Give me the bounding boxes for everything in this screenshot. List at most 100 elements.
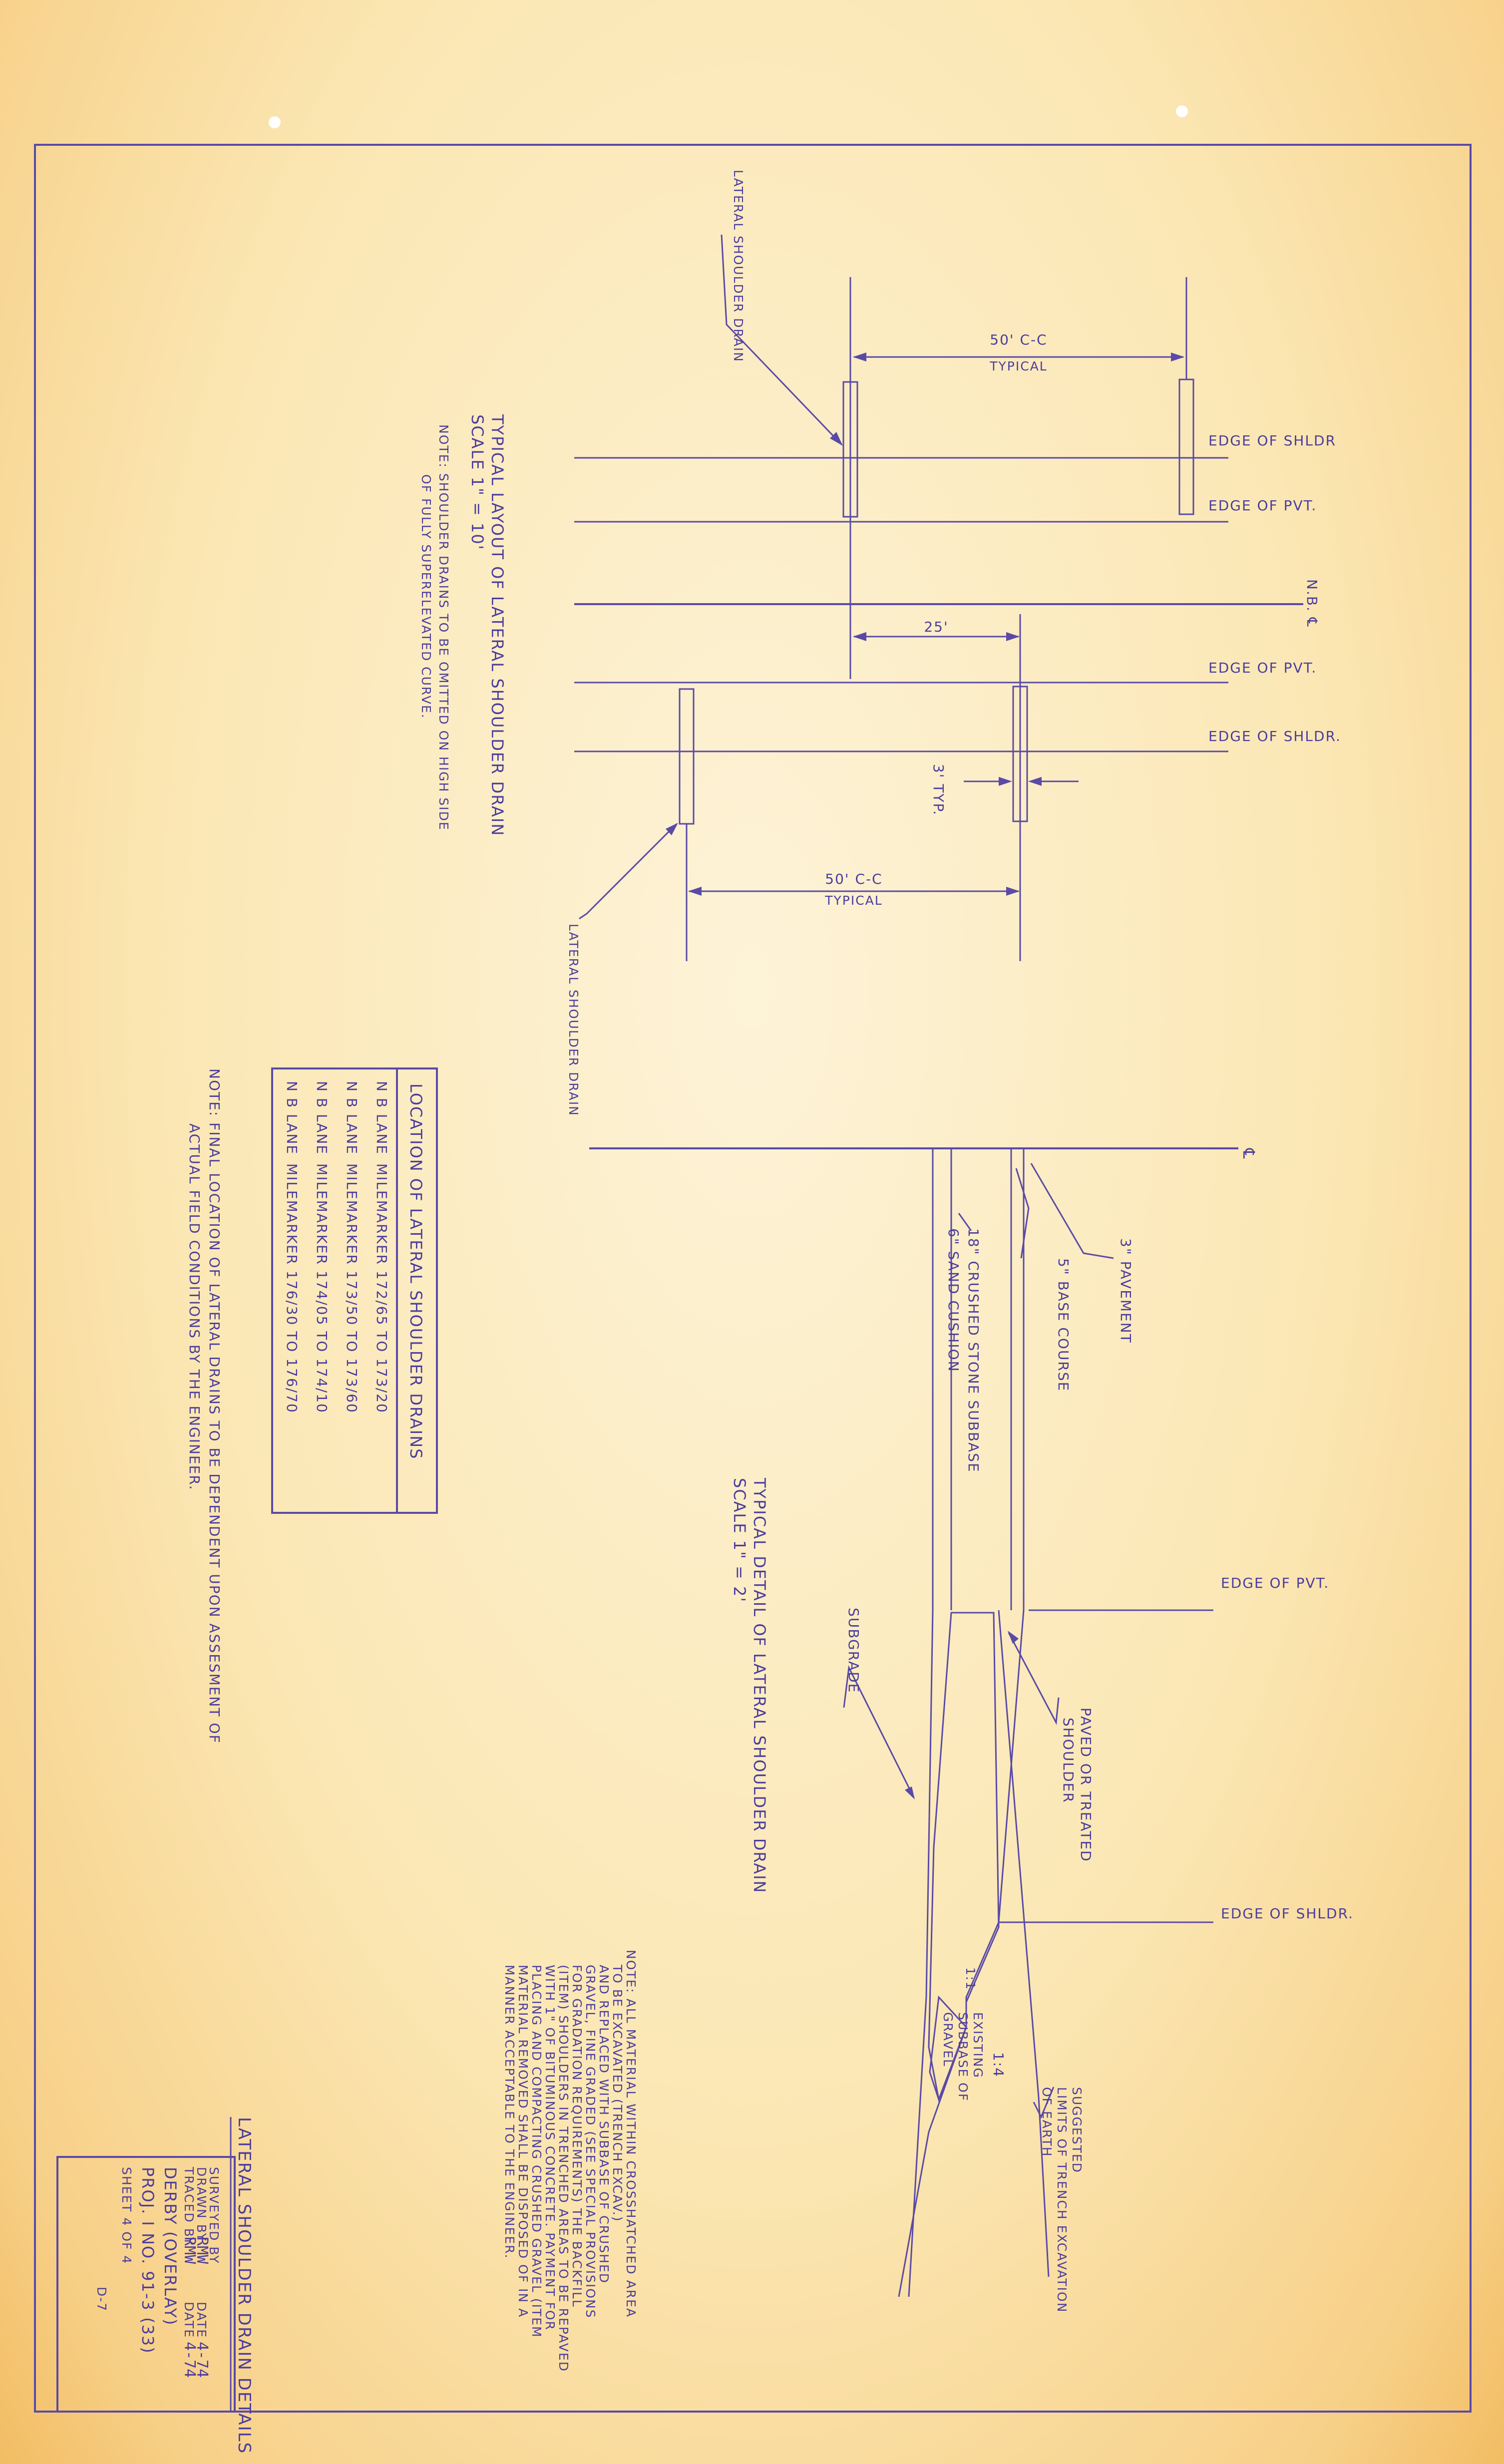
arrowhead xyxy=(1171,352,1184,361)
subgrade-slope xyxy=(908,1610,934,2297)
drawn-by: DRAWN BY xyxy=(194,2167,209,2242)
slope-label-1: 1:4 xyxy=(990,2052,1007,2078)
leader-pavement xyxy=(1030,1163,1114,1259)
detail-note-line: MANNER ACCEPTABLE TO THE ENGINEER. xyxy=(502,1965,517,2259)
arrowhead xyxy=(853,352,866,361)
detail-centerline-label: ℄ xyxy=(1239,1148,1258,1160)
final-note-line1: NOTE: FINAL LOCATION OF LATERAL DRAINS T… xyxy=(206,1068,223,1744)
traced-date-label: DATE xyxy=(182,2302,196,2338)
layout-title: TYPICAL LAYOUT OF LATERAL SHOULDER DRAIN xyxy=(488,414,507,836)
trench-limit-line xyxy=(998,1610,1050,2277)
detail-note-line: AND REPLACED WITH SUBBASE OF CRUSHED xyxy=(597,1965,611,2284)
surveyed-by: SURVEYED BY xyxy=(207,2167,221,2264)
detail-note-line: GRAVEL, FINE GRADED (SEE SPECIAL PROVISI… xyxy=(583,1965,598,2319)
arrowhead xyxy=(853,632,866,641)
project-label: PROJ. I NO. 91-3 (33) xyxy=(138,2167,157,2354)
location-table: LOCATION OF LATERAL SHOULDER DRAINS N B … xyxy=(271,1067,438,1514)
arrowhead xyxy=(1006,632,1020,641)
layout-note-line1: NOTE: SHOULDER DRAINS TO BE OMITTED ON H… xyxy=(436,424,451,831)
slope-label-2: 1:1 xyxy=(963,1967,978,1990)
detail-note-line: NOTE: ALL MATERIAL WITHIN CROSSHATCHED A… xyxy=(624,1950,638,2318)
suggested-label-2: LIMITS OF TRENCH EXCAVATION xyxy=(1055,2087,1069,2313)
leader-base-course xyxy=(1015,1168,1030,1259)
sheet-border xyxy=(34,144,1472,2413)
traced-date: 4-74 xyxy=(181,2342,198,2378)
location-row-range: MILEMARKER 172/65 TO 173/20 xyxy=(374,1163,390,1413)
subbase-label: 18" CRUSHED STONE SUBBASE xyxy=(965,1228,982,1473)
leader-subgrade xyxy=(843,1665,915,1798)
detail-note-line: TO BE EXCAVATED (TRENCH EXCAV.) xyxy=(610,1964,625,2222)
lateral-drain-top-1 xyxy=(842,381,858,518)
detail-note-line: FOR GRADATION REQUIREMENTS) THE BACKFILL xyxy=(570,1965,584,2308)
traced-by: TRACED BY xyxy=(182,2166,196,2246)
detail-note-line: WITH 1" OF BITUMINOUS CONCRETE. PAYMENT … xyxy=(543,1965,557,2331)
arrowhead xyxy=(666,823,678,835)
location-row-lane: N B LANE xyxy=(284,1081,300,1155)
detail-note-line: (ITEM) SHOULDERS IN TRENCHED AREAS TO BE… xyxy=(556,1965,571,2372)
detail-edge-shldr-label: EDGE OF SHLDR. xyxy=(1221,1905,1354,1922)
detail-edge-pvt-label: EDGE OF PVT. xyxy=(1221,1575,1329,1591)
location-row-range: MILEMARKER 174/05 TO 174/10 xyxy=(314,1163,330,1413)
edge-of-pavement-label-1: EDGE OF PVT. xyxy=(1208,497,1317,514)
width-dim-label: 3' TYP. xyxy=(930,764,947,816)
layout-plan: 50' C-C TYPICAL EDGE OF SHLDR EDGE OF PV… xyxy=(419,170,1341,1116)
paved-shoulder-label-2: SHOULDER xyxy=(1060,1718,1077,1803)
location-table-frame xyxy=(271,1067,438,1514)
punch-hole-right xyxy=(1176,105,1188,117)
leader-paved-shoulder xyxy=(1008,1632,1060,1726)
leader-suggested xyxy=(1033,2087,1055,2119)
spacing-bottom-label: 50' C-C xyxy=(825,871,882,887)
edge-of-pavement-label-2: EDGE OF PVT. xyxy=(1208,660,1317,676)
detail-section: ℄ 3" PAVEMENT 5" BASE COURSE 18" CRUSHED… xyxy=(502,1147,1354,2372)
detail-scale: SCALE 1" = 2' xyxy=(730,1478,749,1603)
arrowhead xyxy=(1028,777,1042,786)
location-row-range: MILEMARKER 173/50 TO 173/60 xyxy=(344,1163,360,1413)
layout-scale: SCALE 1" = 10' xyxy=(468,414,487,551)
spacing-top-label: 50' C-C xyxy=(990,332,1047,348)
title-block: LATERAL SHOULDER DRAIN DETAILS SURVEYED … xyxy=(56,2117,254,2454)
leader-top xyxy=(721,234,842,445)
paved-shoulder-label-1: PAVED OR TREATED xyxy=(1078,1708,1094,1862)
arrowhead xyxy=(999,777,1012,786)
lateral-drain-bottom-1 xyxy=(1012,686,1028,822)
detail-note-line: PLACING AND COMPACTING CRUSHED GRAVEL (I… xyxy=(529,1965,544,2338)
spacing-bottom-sub: TYPICAL xyxy=(824,893,882,908)
location-row-lane: N B LANE xyxy=(344,1081,360,1155)
arrowhead xyxy=(1006,887,1020,896)
leader-bottom xyxy=(579,823,678,920)
arrowhead xyxy=(830,432,843,446)
arrowhead xyxy=(905,1786,915,1799)
edge-of-shoulder-label-1: EDGE OF SHLDR xyxy=(1208,432,1336,449)
arrowhead xyxy=(1008,1631,1019,1644)
drain-label-bottom: LATERAL SHOULDER DRAIN xyxy=(566,924,581,1116)
offset-dim-label: 25' xyxy=(924,619,948,635)
leader-subbase xyxy=(958,1213,972,1231)
traced-by-name: RMW xyxy=(181,2237,198,2264)
edge-of-shoulder-label-2: EDGE OF SHLDR. xyxy=(1208,728,1341,744)
pavement-label: 3" PAVEMENT xyxy=(1118,1238,1134,1344)
centerline-label: N.B. ℄ xyxy=(1304,579,1320,628)
subgrade-label: SUBGRADE xyxy=(845,1608,862,1693)
drawn-date: 4-74 xyxy=(193,2342,211,2378)
spacing-top-sub: TYPICAL xyxy=(989,359,1047,373)
lateral-drain-top-2 xyxy=(1178,378,1194,515)
drawn-date-label: DATE xyxy=(194,2302,209,2338)
location-row-lane: N B LANE xyxy=(314,1081,330,1155)
suggested-label-3: OF EARTH xyxy=(1040,2087,1054,2157)
town-label: DERBY (OVERLAY) xyxy=(161,2167,180,2326)
detail-title: TYPICAL DETAIL OF LATERAL SHOULDER DRAIN xyxy=(750,1477,769,1894)
suggested-label-1: SUGGESTED xyxy=(1070,2087,1084,2173)
drain-label-top: LATERAL SHOULDER DRAIN xyxy=(731,170,746,362)
location-row-range: MILEMARKER 176/30 TO 176/70 xyxy=(284,1163,300,1413)
location-row-lane: N B LANE xyxy=(374,1081,390,1155)
layout-note-line2: OF FULLY SUPERELEVATED CURVE. xyxy=(419,474,433,719)
existing-label-1: EXISTING xyxy=(971,2012,985,2079)
existing-label-3: GRAVEL xyxy=(941,2012,955,2067)
arrowhead xyxy=(688,887,702,896)
drawing-number: D-7 xyxy=(94,2287,109,2312)
final-note-line2: ACTUAL FIELD CONDITIONS BY THE ENGINEER. xyxy=(186,1123,203,1491)
existing-label-2: SUBBASE OF xyxy=(956,2012,970,2102)
lateral-drain-bottom-2 xyxy=(679,688,695,825)
base-course-label: 5" BASE COURSE xyxy=(1055,1258,1072,1392)
